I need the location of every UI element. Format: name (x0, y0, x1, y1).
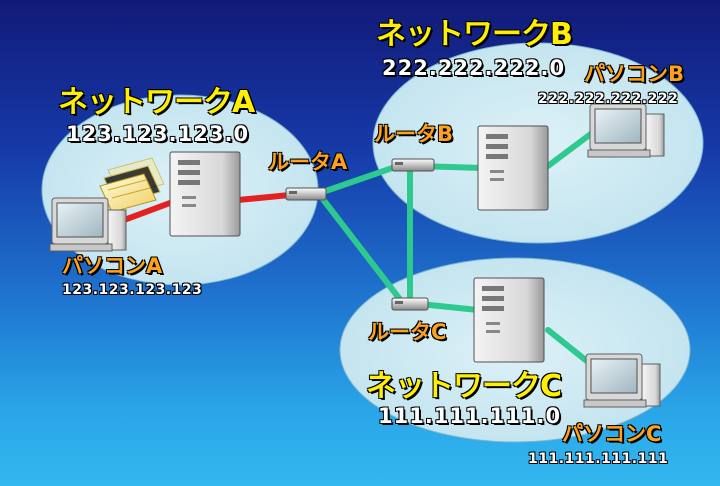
link-router-a-router-b (317, 163, 401, 196)
data-packet-icon (99, 157, 165, 213)
network-c-address: 111.111.111.0 (378, 404, 562, 428)
pc-c-icon (583, 353, 661, 408)
pc-c-address: 111.111.111.111 (528, 451, 669, 467)
network-a-address: 123.123.123.0 (66, 122, 250, 146)
link-router-a-router-c (319, 195, 405, 305)
network-a-title: ネットワークA (58, 85, 255, 120)
pc-b-address: 222.222.222.222 (538, 91, 679, 107)
server-c-icon (473, 277, 545, 363)
router-b-icon (391, 158, 435, 172)
pc-a-label: パソコンA (62, 254, 163, 278)
server-a-icon (169, 151, 241, 237)
router-a-icon (285, 187, 327, 201)
router-a-label: ルータA (268, 150, 348, 174)
server-b-icon (477, 125, 549, 211)
pc-b-label: パソコンB (584, 62, 685, 86)
link-server-b-pc-b (545, 127, 599, 169)
router-b-label: ルータB (374, 122, 454, 146)
pc-b-icon (587, 103, 665, 158)
network-c-title: ネットワークC (366, 369, 562, 404)
pc-a-icon (49, 197, 127, 252)
router-c-label: ルータC (368, 320, 447, 344)
pc-c-label: パソコンC (562, 422, 662, 446)
network-b-address: 222.222.222.0 (382, 56, 566, 80)
link-router-c-server-c (417, 301, 481, 313)
network-b-title: ネットワークB (376, 17, 573, 52)
router-c-icon (391, 297, 429, 311)
pc-a-address: 123.123.123.123 (62, 282, 203, 298)
network-links (105, 127, 601, 373)
